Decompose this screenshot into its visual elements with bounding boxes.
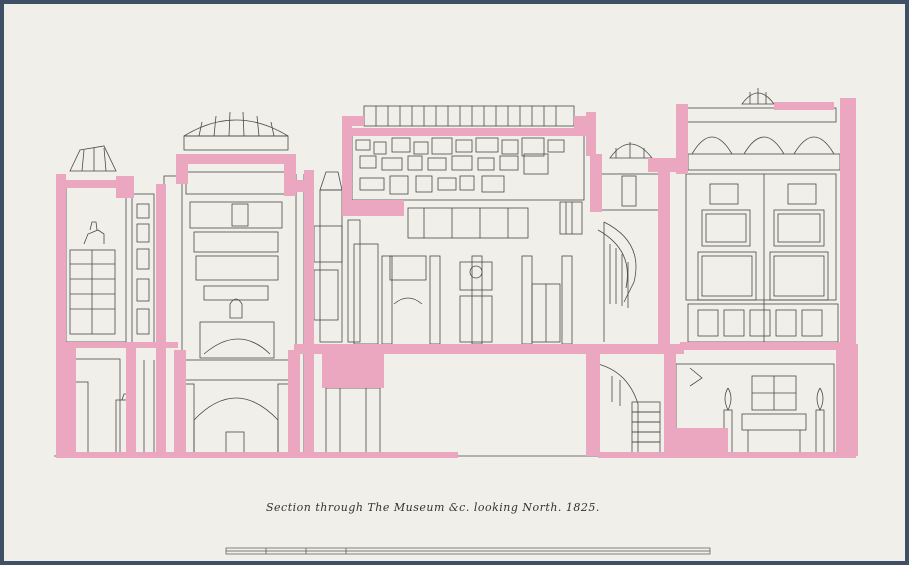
section-cut-walls: [56, 98, 858, 458]
drawing-sheet: Section through The Museum &c. looking N…: [4, 4, 905, 561]
architectural-section-drawing: [54, 88, 858, 555]
drawing-caption: Section through The Museum &c. looking N…: [266, 501, 600, 514]
scale-bar: [225, 547, 711, 555]
stair-bay: [597, 142, 661, 457]
right-bay: [675, 88, 841, 457]
museum-bay: [325, 105, 585, 457]
